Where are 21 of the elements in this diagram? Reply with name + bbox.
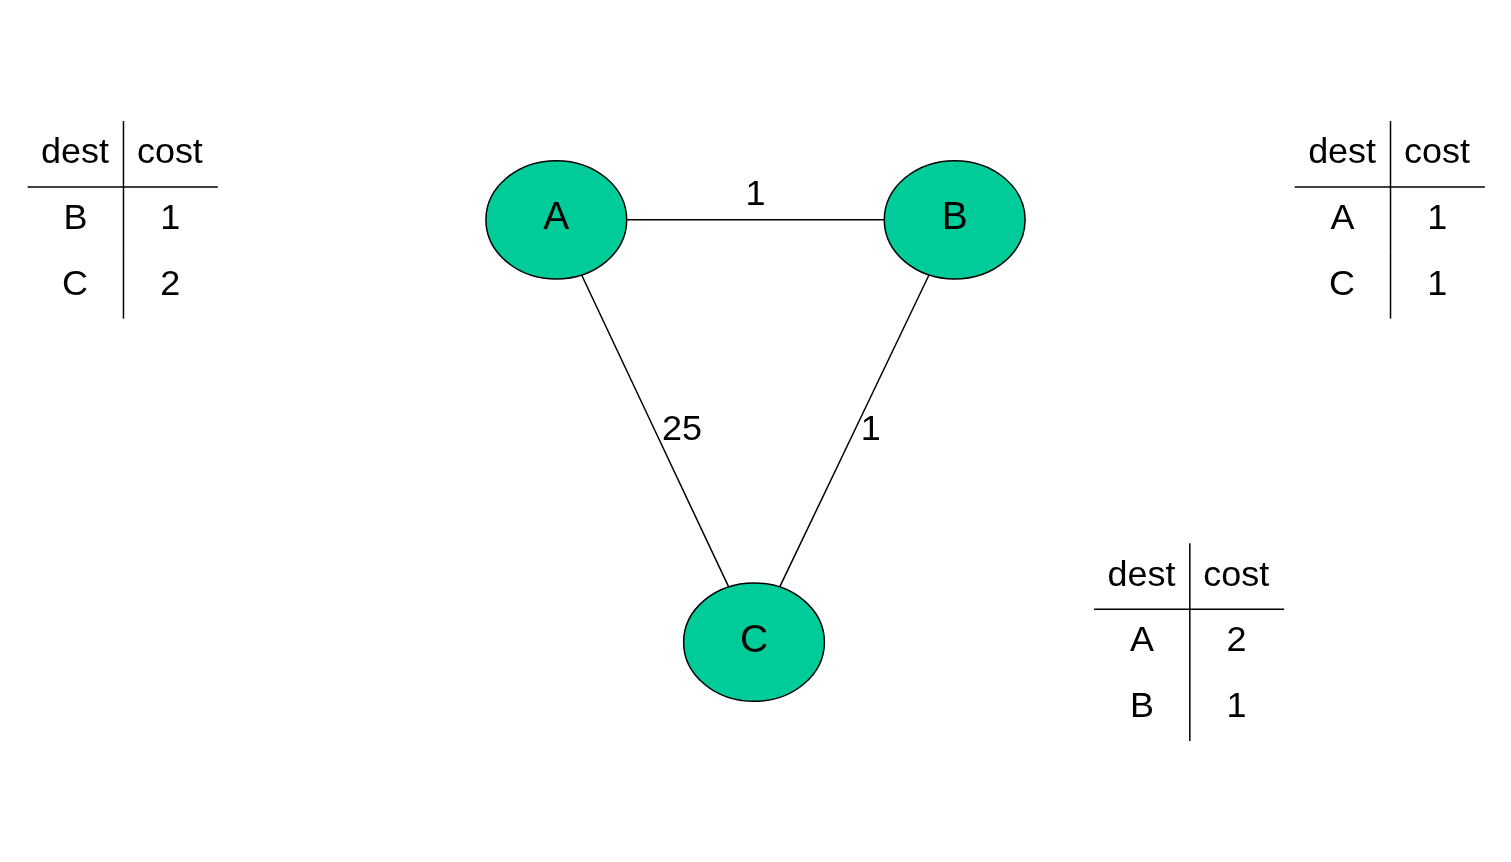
label: 1 bbox=[1427, 196, 1448, 238]
edge-label: 1 bbox=[860, 407, 881, 449]
label: A bbox=[1330, 196, 1355, 238]
label: 1 bbox=[1226, 684, 1247, 726]
label: B bbox=[1129, 684, 1154, 726]
label: A bbox=[1129, 618, 1154, 660]
label: 1 bbox=[160, 196, 181, 238]
label: 2 bbox=[1226, 618, 1247, 660]
label: cost bbox=[1403, 130, 1470, 172]
label: C bbox=[1329, 262, 1356, 304]
label: B bbox=[63, 196, 88, 238]
label: 1 bbox=[1427, 262, 1448, 304]
label: dest bbox=[1107, 552, 1176, 594]
edge-label: 25 bbox=[662, 407, 703, 449]
label: cost bbox=[1203, 552, 1270, 594]
label: 2 bbox=[160, 262, 181, 304]
label: C bbox=[62, 262, 89, 304]
label: dest bbox=[1308, 130, 1377, 172]
label: dest bbox=[41, 130, 110, 172]
label: cost bbox=[136, 130, 203, 172]
edge-label: 1 bbox=[745, 172, 766, 214]
